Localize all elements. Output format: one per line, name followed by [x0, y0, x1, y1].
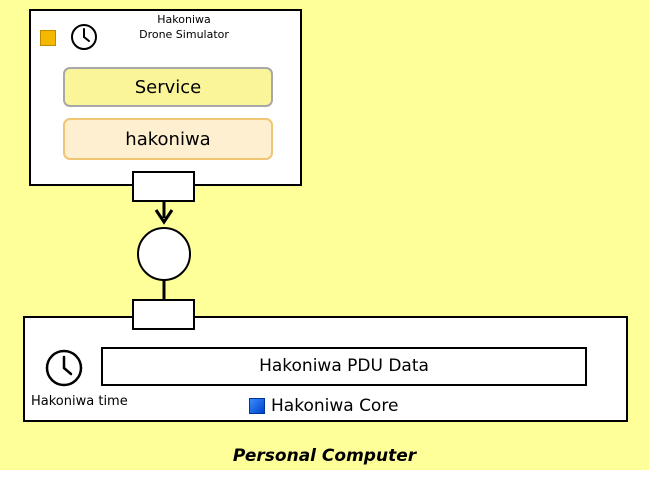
pdu-data-box: Hakoniwa PDU Data	[101, 347, 587, 386]
yellow-square-icon	[40, 30, 56, 46]
core-port	[132, 299, 195, 330]
blue-square-icon	[249, 398, 265, 414]
clock-icon	[71, 24, 97, 50]
simulator-title-line1: Hakoniwa	[157, 13, 211, 26]
simulator-title-line2: Drone Simulator	[139, 28, 229, 41]
arrow-down-icon	[154, 209, 174, 225]
hakoniwa-time-label: Hakoniwa time	[31, 394, 128, 409]
clock-icon	[45, 349, 83, 387]
service-component: Service	[63, 67, 273, 107]
simulator-title: Hakoniwa Drone Simulator	[134, 12, 234, 42]
hakoniwa-component: hakoniwa	[63, 118, 273, 160]
simulator-port	[132, 171, 195, 202]
personal-computer-label: Personal Computer	[232, 446, 417, 466]
hakoniwa-core-label: Hakoniwa Core	[271, 396, 399, 416]
connector-node	[137, 227, 191, 281]
